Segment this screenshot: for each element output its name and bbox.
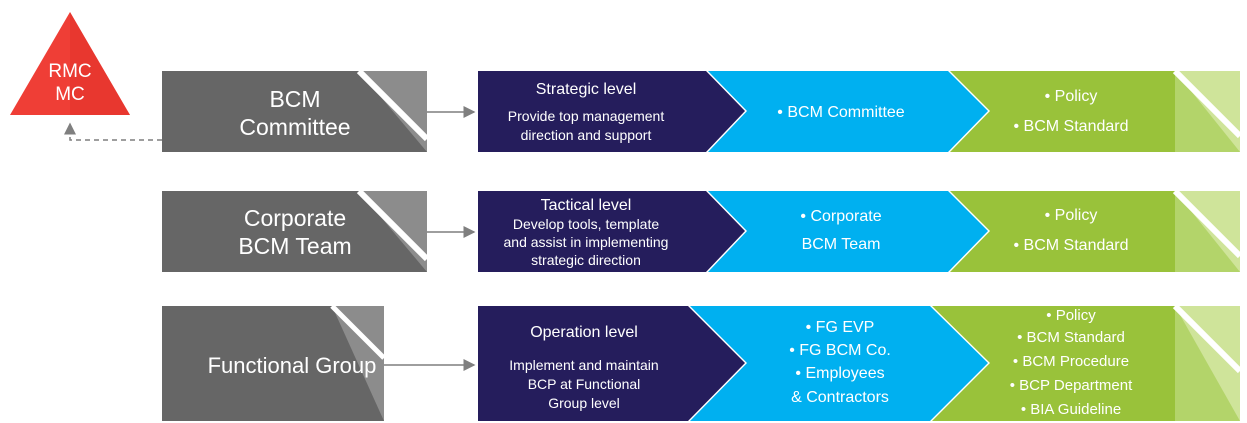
role-line-1: BCM (269, 86, 320, 112)
row-functional-group: Functional Group Operation level Impleme… (162, 303, 1243, 421)
end-cap (1172, 303, 1243, 421)
level-chevron: Strategic level Provide top management d… (478, 71, 745, 152)
role-line-2: BCM Team (238, 233, 351, 259)
role-box: BCM Committee (162, 68, 430, 152)
responsible-line: • FG EVP (806, 319, 875, 336)
role-box: Corporate BCM Team (162, 188, 430, 272)
responsible-line: • BCM Committee (777, 104, 905, 121)
responsible-chevron: • FG EVP • FG BCM Co. • Employees & Cont… (690, 306, 988, 421)
documents-chevron: • Policy • BCM Standard (950, 191, 1175, 272)
level-desc-line: direction and support (521, 127, 652, 143)
document-item: • BCM Standard (1017, 329, 1125, 346)
end-cap (1172, 188, 1243, 272)
document-item: • BCM Standard (1014, 237, 1129, 254)
level-title: Operation level (530, 324, 638, 341)
level-desc-line: and assist in implementing (504, 234, 669, 250)
responsible-chevron: • Corporate BCM Team (708, 191, 988, 272)
responsible-line: & Contractors (791, 389, 889, 406)
level-desc-line: Group level (548, 395, 620, 411)
level-desc-line: Implement and maintain (509, 357, 658, 373)
badge-line-2: MC (55, 84, 85, 105)
documents-chevron: • Policy • BCM Standard (950, 71, 1175, 152)
level-desc-line: Develop tools, template (513, 216, 660, 232)
badge-line-1: RMC (48, 61, 91, 82)
document-item: • Policy (1045, 88, 1098, 105)
document-item: • Policy (1045, 207, 1098, 224)
row-corporate-bcm-team: Corporate BCM Team Tactical level Develo… (162, 188, 1243, 272)
level-title: Strategic level (536, 81, 637, 98)
document-item: • BIA Guideline (1021, 401, 1121, 418)
role-box: Functional Group (162, 304, 386, 421)
responsible-chevron: • BCM Committee (708, 71, 988, 152)
rmc-mc-badge: RMC MC (10, 12, 130, 115)
role-line-2: Committee (239, 114, 350, 140)
level-title: Tactical level (541, 197, 632, 214)
responsible-line: BCM Team (802, 236, 881, 253)
level-desc-line: Provide top management (508, 108, 665, 124)
escalation-connector (64, 122, 162, 141)
document-item: • BCM Standard (1014, 118, 1129, 135)
level-chevron: Operation level Implement and maintain B… (478, 306, 745, 421)
documents-chevron: • Policy • BCM Standard • BCM Procedure … (932, 306, 1175, 421)
document-item: • Policy (1046, 307, 1096, 324)
role-line-1: Corporate (244, 205, 346, 231)
responsible-line: • Corporate (800, 208, 881, 225)
level-chevron: Tactical level Develop tools, template a… (478, 191, 745, 272)
document-item: • BCM Procedure (1013, 353, 1129, 370)
responsible-line: • Employees (795, 365, 884, 382)
row-bcm-committee: BCM Committee Strategic level Provide to… (162, 68, 1243, 152)
role-line-1: Functional Group (208, 353, 377, 378)
end-cap (1172, 68, 1243, 152)
level-desc-line: BCP at Functional (528, 376, 641, 392)
document-item: • BCP Department (1010, 377, 1133, 394)
level-desc-line: strategic direction (531, 252, 641, 268)
responsible-line: • FG BCM Co. (789, 342, 891, 359)
